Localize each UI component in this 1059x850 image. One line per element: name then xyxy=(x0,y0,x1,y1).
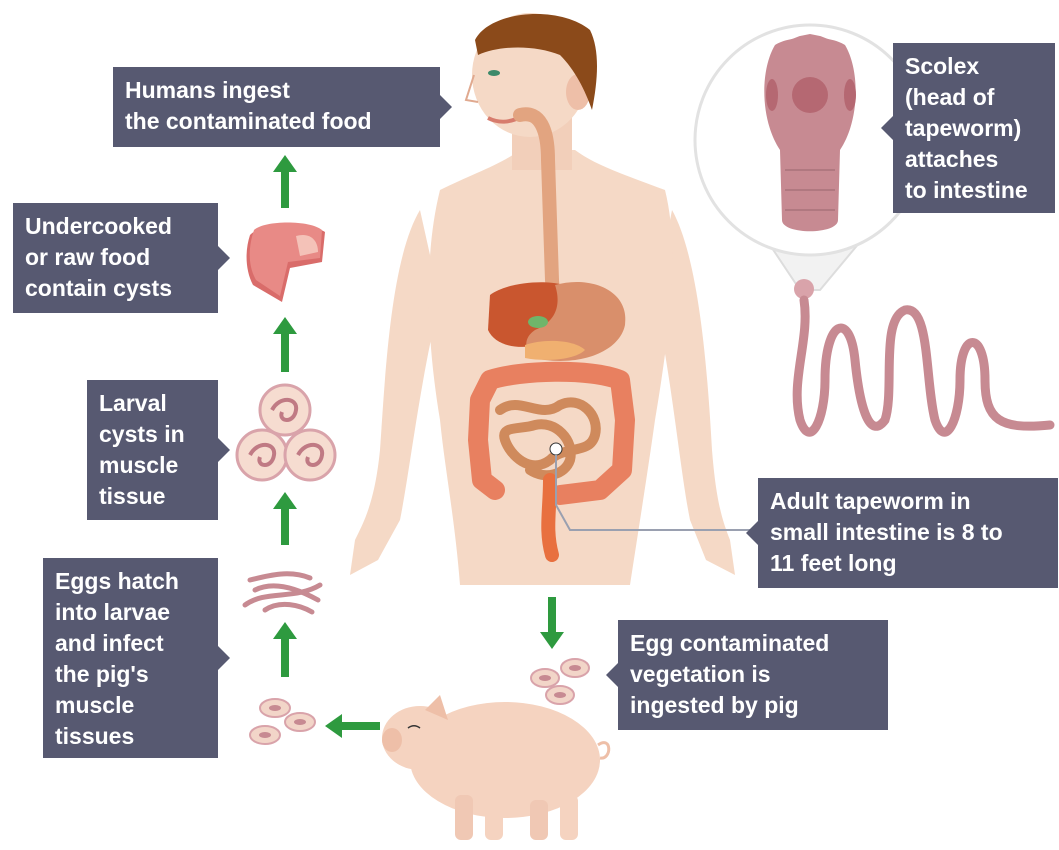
arrow-down xyxy=(540,597,564,649)
larval-cysts-icon xyxy=(237,385,335,480)
eggs-right-icon xyxy=(531,659,589,704)
larvae-icon xyxy=(245,574,320,612)
arrow-up-2 xyxy=(273,317,297,372)
label-adult-tapeworm: Adult tapeworm in small intestine is 8 t… xyxy=(758,478,1058,588)
tapeworm-body xyxy=(794,279,1050,432)
label-humans-ingest: Humans ingest the contaminated food xyxy=(113,67,440,147)
label-scolex: Scolex (head of tapeworm) attaches to in… xyxy=(893,43,1055,213)
label-undercooked: Undercooked or raw food contain cysts xyxy=(13,203,218,313)
arrow-up-4 xyxy=(273,622,297,677)
pig-icon xyxy=(382,695,609,840)
raw-meat-icon xyxy=(247,223,325,303)
arrow-up-1 xyxy=(273,155,297,208)
scolex-magnifier xyxy=(695,25,925,290)
label-larval-cysts: Larval cysts in muscle tissue xyxy=(87,380,218,520)
eggs-left-icon xyxy=(250,699,315,744)
label-egg-vegetation: Egg contaminated vegetation is ingested … xyxy=(618,620,888,730)
arrow-up-3 xyxy=(273,492,297,545)
label-eggs-hatch: Eggs hatch into larvae and infect the pi… xyxy=(43,558,218,758)
arrow-left xyxy=(325,714,380,738)
